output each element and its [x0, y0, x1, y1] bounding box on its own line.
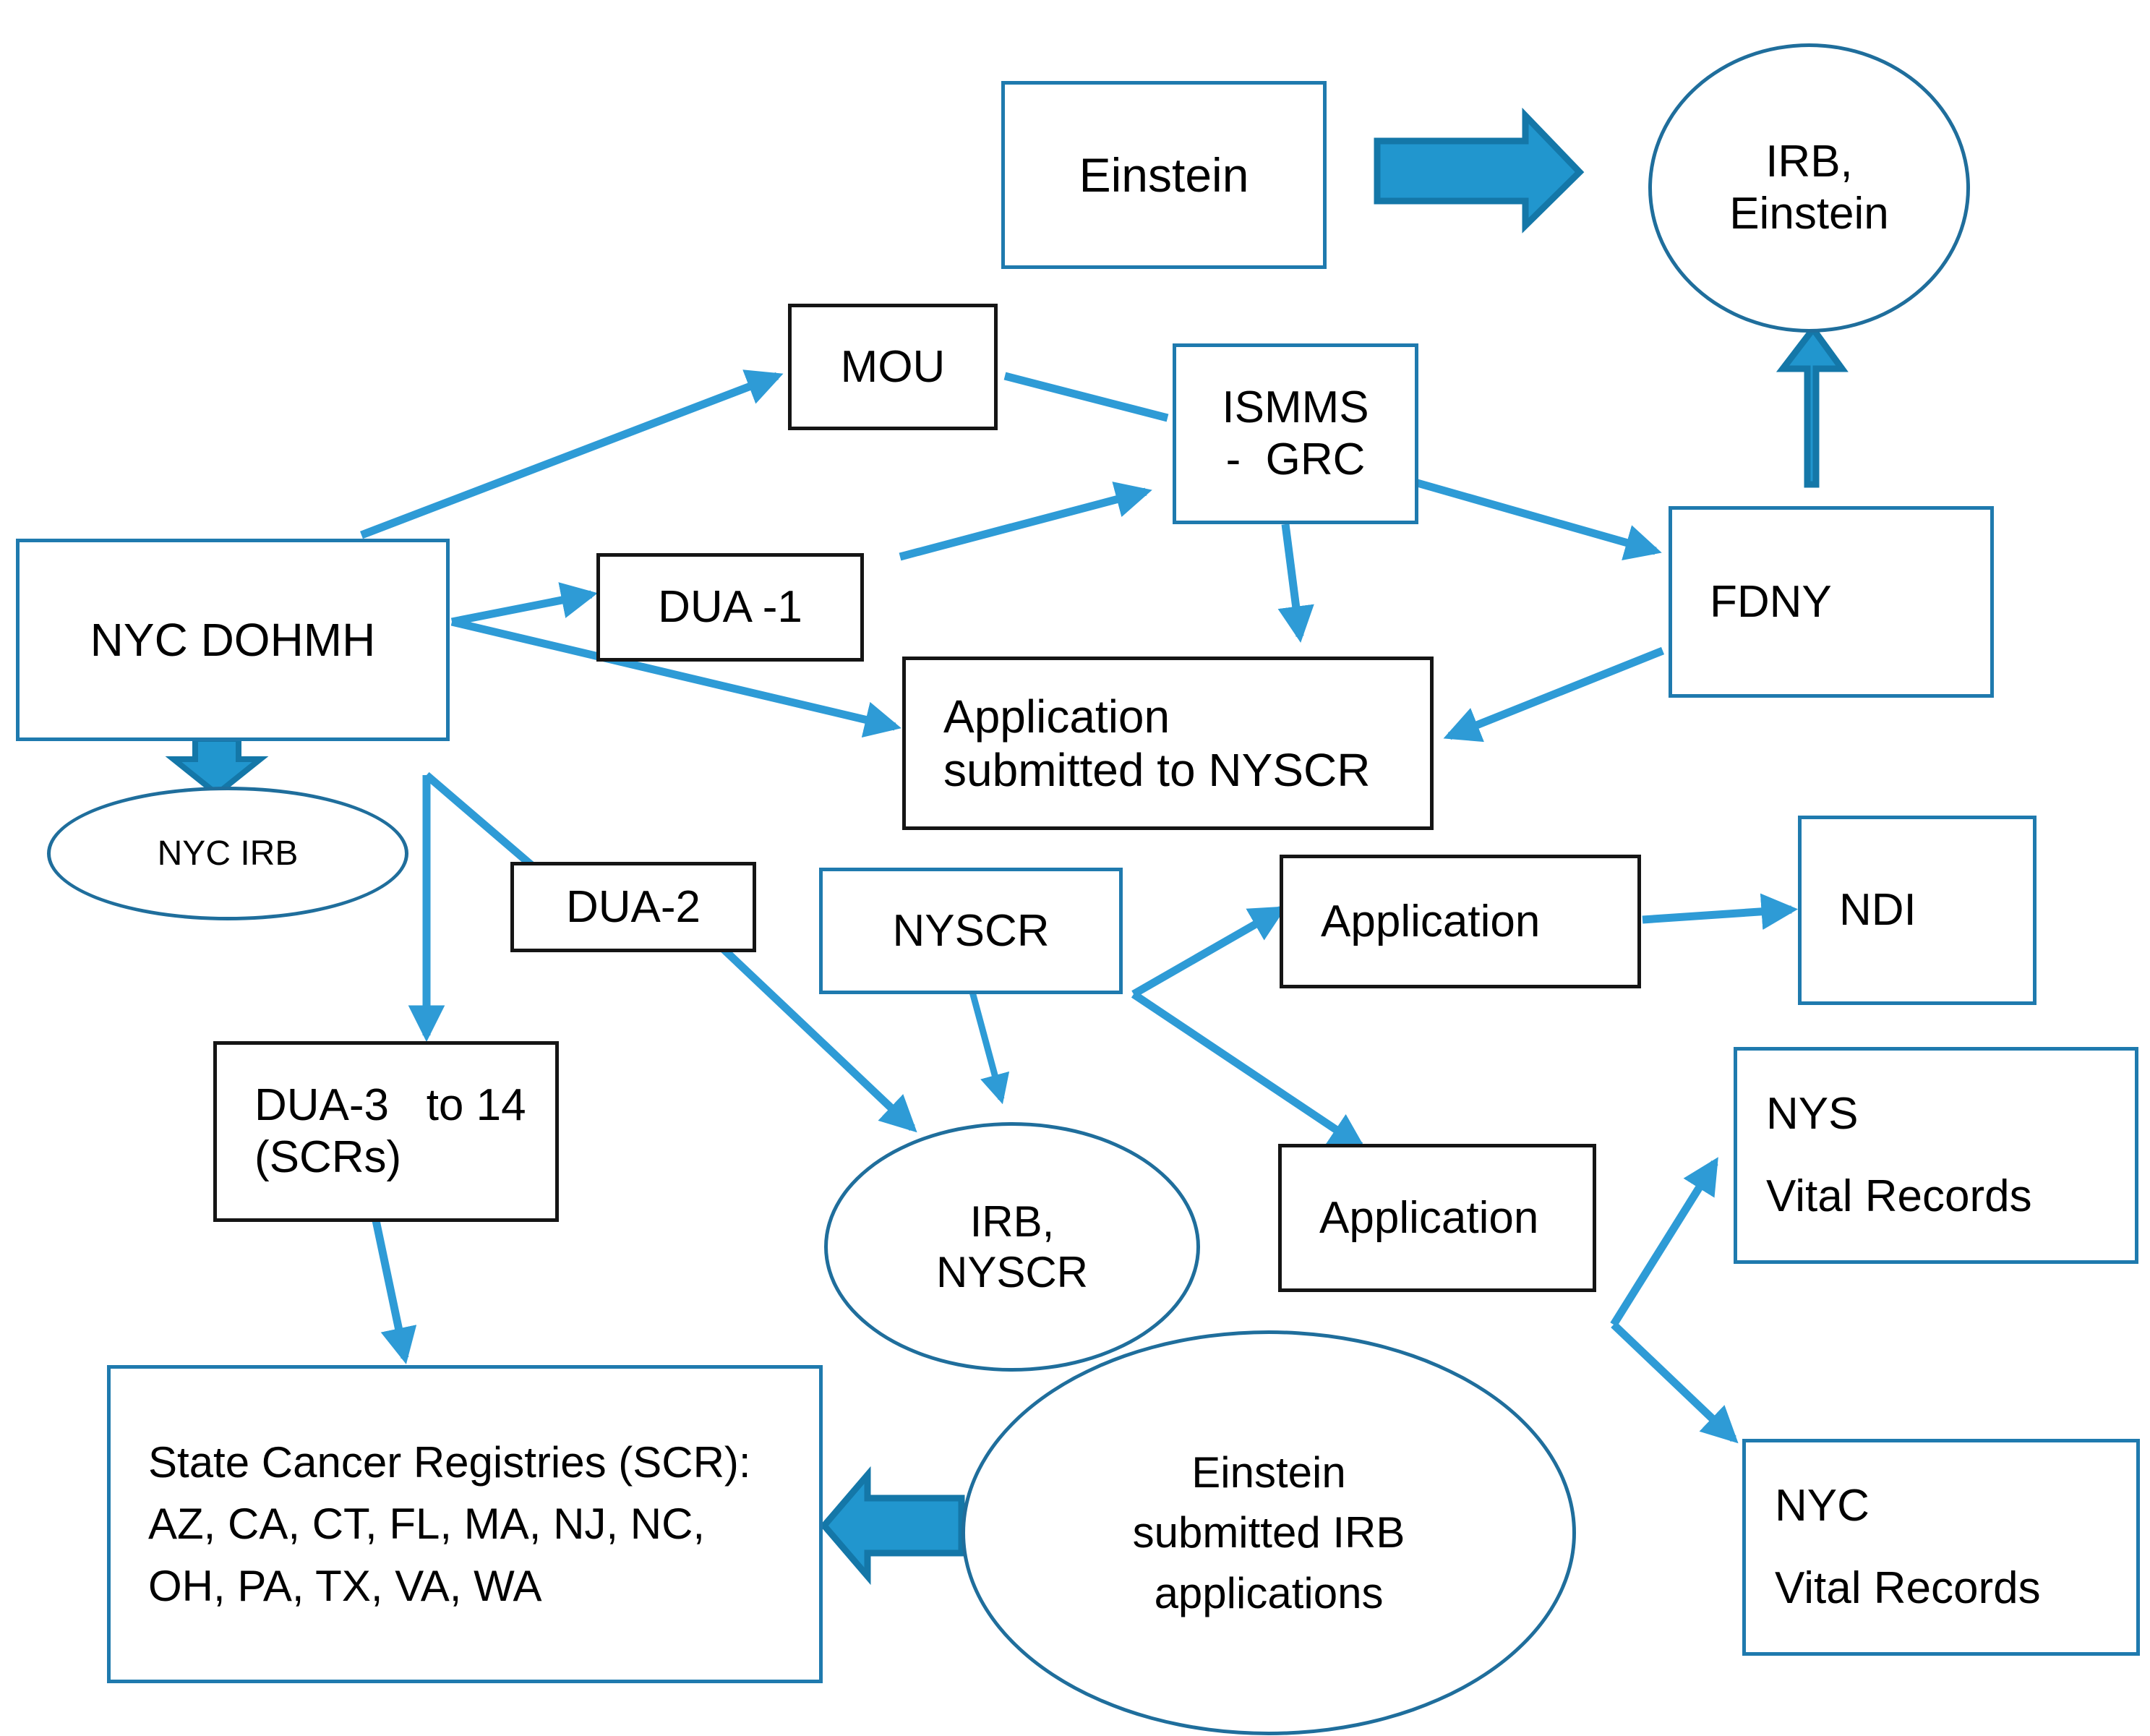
node-state-cancer-registries-label-line1: State Cancer Registries (SCR): — [148, 1437, 751, 1487]
node-ismms-grc-label-line2: - GRC — [1225, 435, 1366, 484]
node-nyc-irb[interactable]: NYC IRB — [47, 787, 408, 920]
node-state-cancer-registries[interactable]: State Cancer Registries (SCR): AZ, CA, C… — [107, 1365, 823, 1683]
edge-ismms-to-app-nyscr — [1277, 523, 1314, 643]
node-irb-nyscr-label-line2: NYSCR — [935, 1247, 1089, 1296]
edge-application-to-ndi — [1642, 893, 1799, 931]
node-einstein-apps-label-line3: applications — [1154, 1568, 1384, 1617]
node-dua-2[interactable]: DUA-2 — [510, 862, 756, 952]
node-ndi-label: NDI — [1839, 885, 1916, 936]
edge-dua3-to-scr — [372, 1219, 417, 1364]
node-nyscr-label: NYSCR — [892, 905, 1050, 956]
node-nyc-vital-records[interactable]: NYC Vital Records — [1742, 1439, 2140, 1656]
node-fdny-label: FDNY — [1710, 576, 1832, 627]
node-irb-einstein-label-line1: IRB, — [1765, 137, 1853, 187]
node-irb-einstein-label-line2: Einstein — [1729, 189, 1889, 239]
block-arrow-einstein-apps-to-scr — [820, 1466, 965, 1586]
node-dua-1[interactable]: DUA -1 — [596, 553, 864, 662]
node-einstein-submitted-irb-applications[interactable]: Einstein submitted IRB applications — [961, 1330, 1576, 1735]
node-dua-2-label: DUA-2 — [565, 881, 701, 932]
node-nys-vital-records-label-line1: NYS — [1766, 1089, 1859, 1139]
edge-dohmh-to-mou — [360, 369, 784, 539]
node-application-submitted-nyscr-label-line2: submitted to NYSCR — [943, 744, 1371, 796]
node-nyc-irb-label: NYC IRB — [157, 834, 299, 873]
node-nys-vital-records[interactable]: NYS Vital Records — [1734, 1047, 2138, 1264]
node-einstein-apps-label-line1: Einstein — [1191, 1448, 1346, 1497]
node-irb-nyscr-label-line1: IRB, — [969, 1197, 1055, 1246]
node-state-cancer-registries-label-line3: OH, PA, TX, VA, WA — [148, 1561, 542, 1610]
node-nys-vital-records-label-line2: Vital Records — [1766, 1171, 2032, 1221]
edge-dua1-to-ismms — [899, 482, 1152, 561]
node-dua-1-label: DUA -1 — [658, 582, 802, 633]
node-ismms-grc-label-line1: ISMMS — [1222, 382, 1369, 433]
node-dua-3-to-14[interactable]: DUA-3 to 14 (SCRs) — [213, 1041, 559, 1222]
block-arrow-dohmh-to-nyc-irb — [165, 736, 269, 798]
node-nyc-vital-records-label-line2: Vital Records — [1775, 1563, 2041, 1613]
block-arrow-fdny-to-irb — [1776, 323, 1849, 488]
node-dua-3-to-14-label-line1: DUA-3 to 14 — [254, 1080, 526, 1131]
node-fdny[interactable]: FDNY — [1669, 506, 1994, 698]
node-einstein[interactable]: Einstein — [1001, 81, 1327, 269]
node-application-vital-records-label: Application — [1319, 1192, 1539, 1243]
node-irb-einstein[interactable]: IRB, Einstein — [1648, 43, 1970, 333]
block-arrow-einstein-to-irb — [1374, 107, 1585, 234]
node-ndi[interactable]: NDI — [1798, 816, 2036, 1005]
node-application-vital-records[interactable]: Application — [1278, 1144, 1596, 1292]
node-einstein-apps-label-line2: submitted IRB — [1132, 1508, 1405, 1557]
edge-application-to-nys-vital — [1610, 1157, 1718, 1327]
edge-fdny-to-app-nyscr — [1443, 646, 1665, 743]
node-nyc-dohmh[interactable]: NYC DOHMH — [16, 539, 450, 741]
node-application-submitted-nyscr[interactable]: Application submitted to NYSCR — [902, 657, 1434, 830]
node-irb-nyscr[interactable]: IRB, NYSCR — [824, 1122, 1200, 1372]
edge-nyscr-to-application-vr — [1131, 991, 1366, 1150]
node-application-ndi-label: Application — [1321, 896, 1541, 946]
edge-application-to-nyc-vital — [1611, 1322, 1739, 1444]
node-nyc-vital-records-label-line1: NYC — [1775, 1481, 1870, 1531]
node-application-submitted-nyscr-label-line1: Application — [943, 690, 1170, 743]
node-ismms-grc[interactable]: ISMMS - GRC — [1173, 343, 1418, 524]
edge-nyscr-to-application-ndi — [1131, 906, 1287, 998]
node-application-ndi[interactable]: Application — [1280, 855, 1641, 988]
node-nyc-dohmh-label: NYC DOHMH — [90, 613, 376, 666]
edge-mou-to-ismms — [1003, 372, 1169, 422]
node-mou-label: MOU — [840, 341, 946, 392]
node-nyscr[interactable]: NYSCR — [819, 868, 1123, 994]
edge-nyscr-to-irb-nyscr — [969, 991, 1010, 1105]
edge-dohmh-to-dua1 — [450, 582, 598, 626]
edge-ismms-to-fdny — [1408, 476, 1662, 560]
node-mou[interactable]: MOU — [788, 304, 998, 430]
node-einstein-label: Einstein — [1079, 147, 1249, 202]
node-state-cancer-registries-label-line2: AZ, CA, CT, FL, MA, NJ, NC, — [148, 1500, 706, 1549]
node-dua-3-to-14-label-line2: (SCRs) — [254, 1132, 402, 1182]
